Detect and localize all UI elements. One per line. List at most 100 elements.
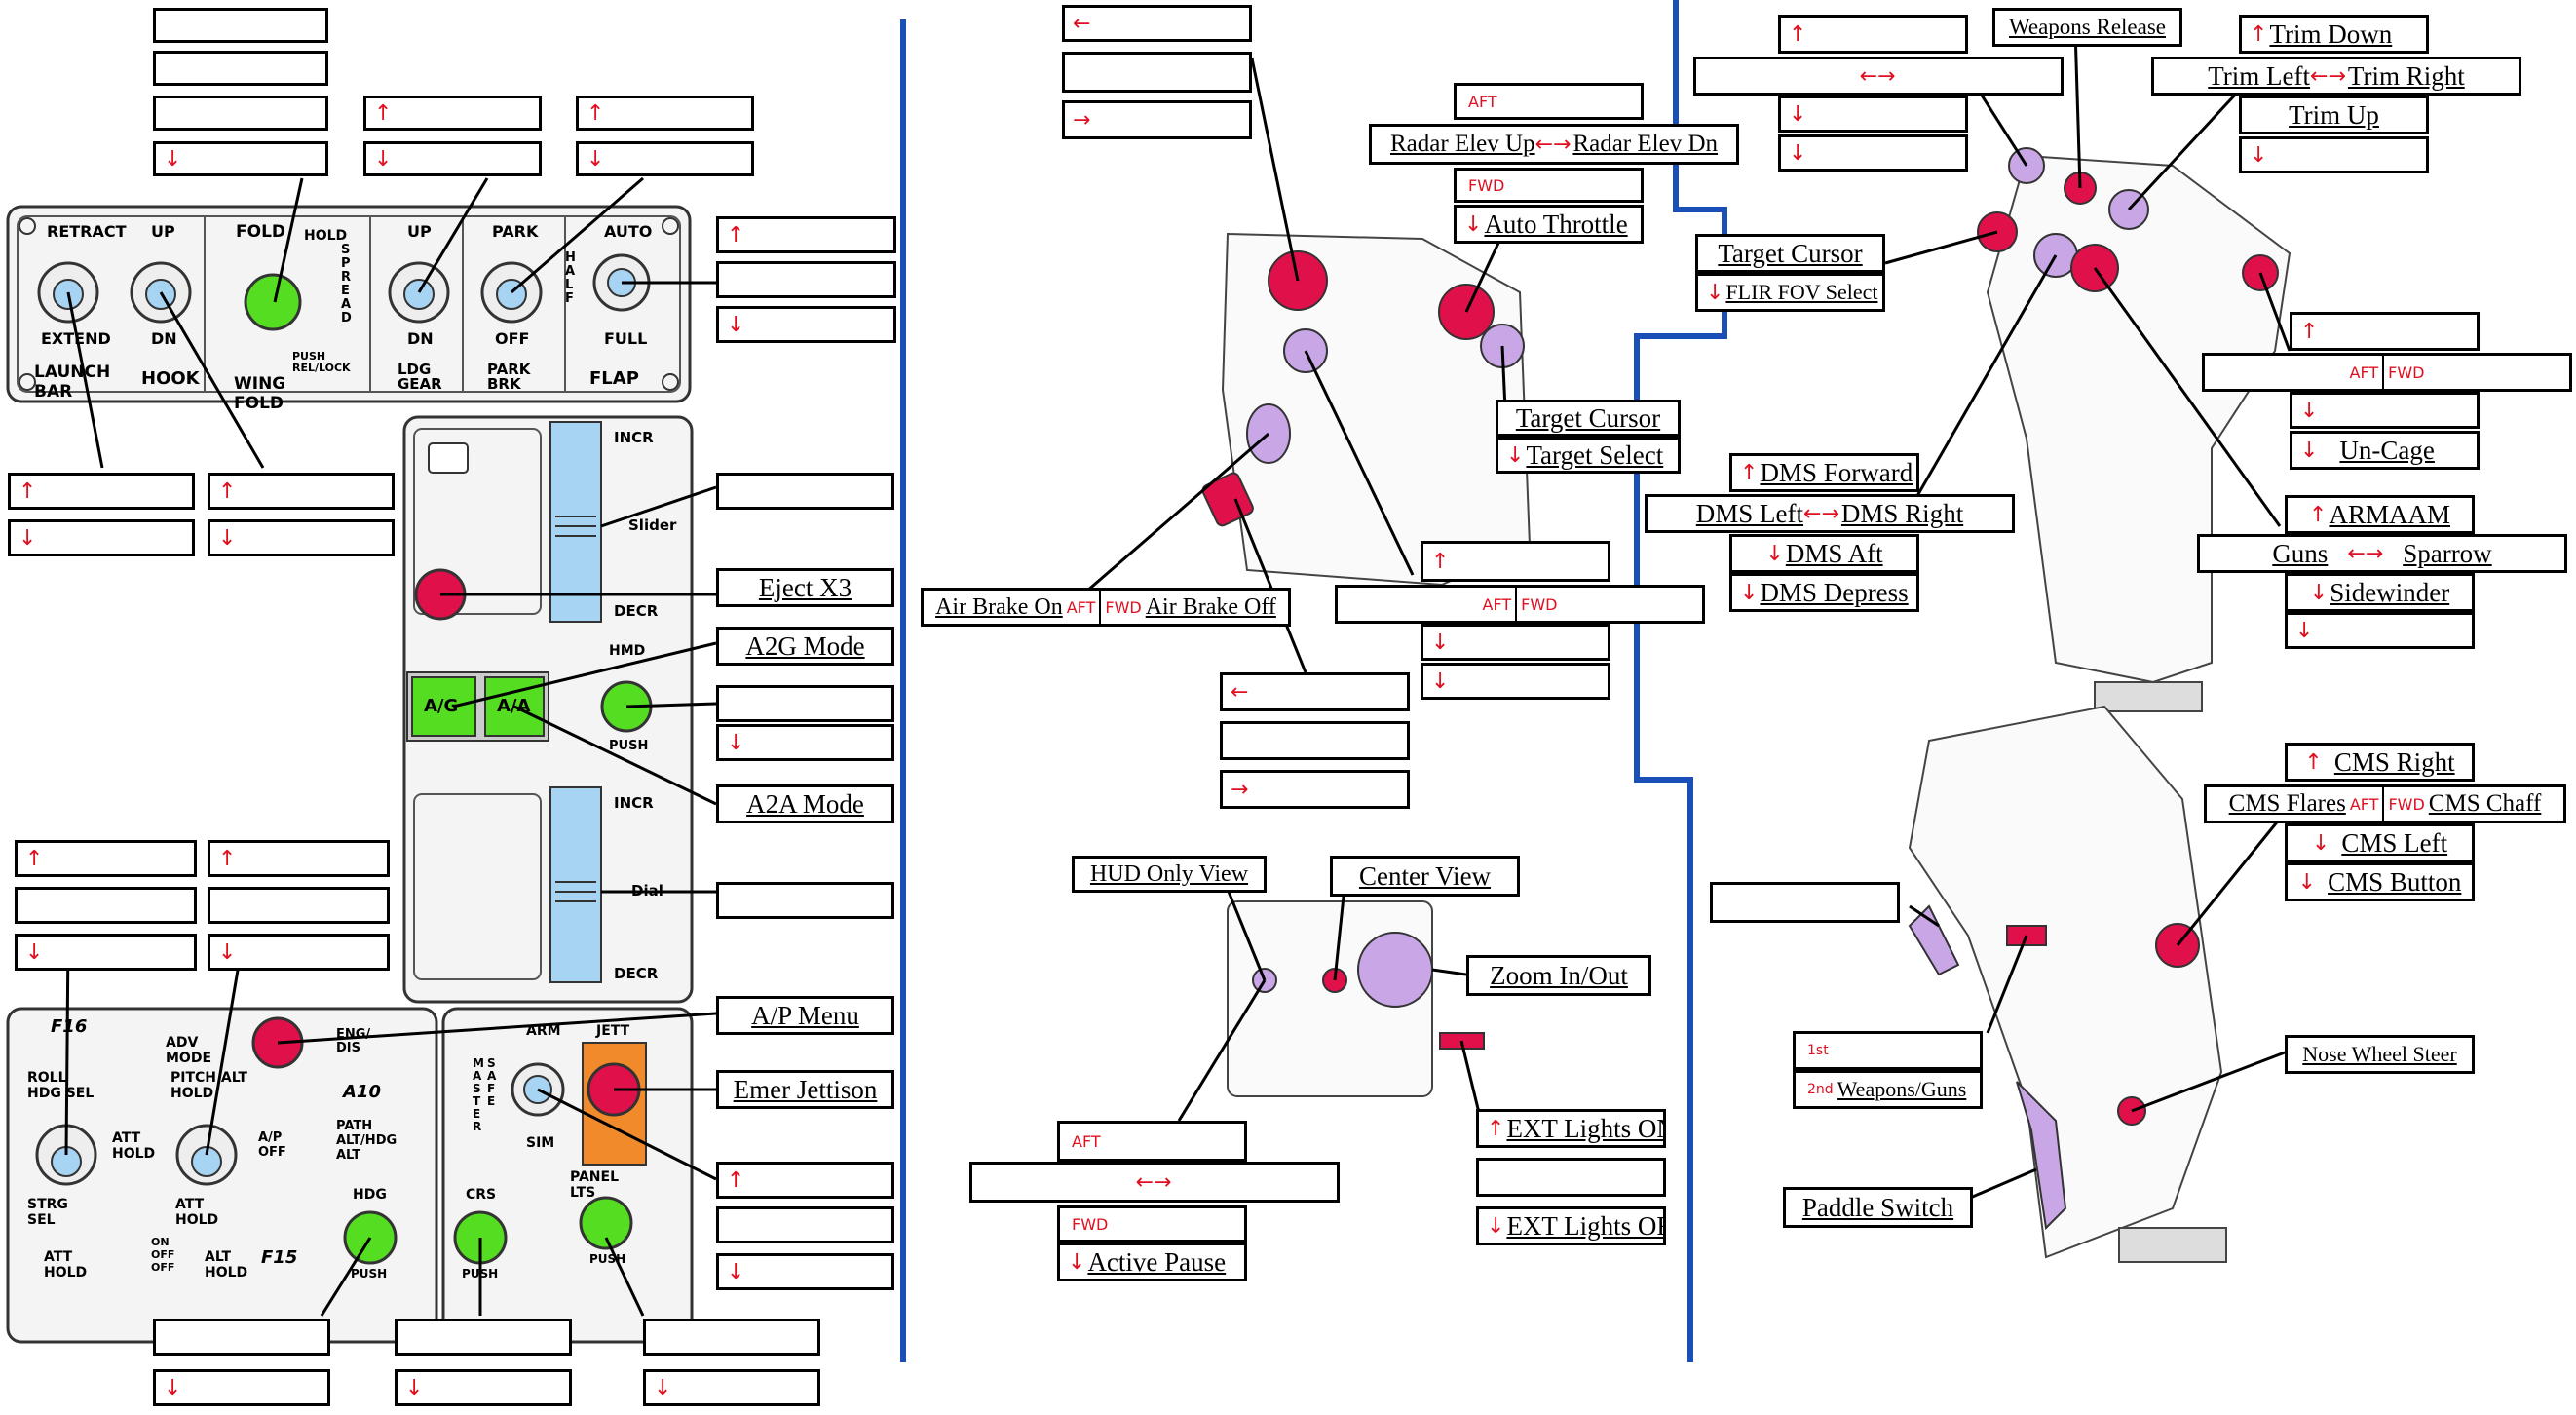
arrow-down-icon: ↓: [164, 1375, 182, 1400]
blank-box-up: ↑: [716, 216, 896, 253]
arrow-up-icon: ↑: [2300, 319, 2319, 344]
blank-box-aft: AFT: [1057, 1121, 1247, 1162]
label-cms-button: ↓CMS Button: [2285, 862, 2475, 901]
label-auto-throttle: ↓Auto Throttle: [1454, 205, 1644, 244]
arrow-down-icon: ↓: [1789, 101, 1807, 127]
arrow-up-icon: ↑: [1487, 1116, 1505, 1141]
label-adv-mode: ADV MODE: [166, 1035, 212, 1066]
label-ap-menu: A/P Menu: [716, 996, 894, 1035]
blank-box-down: ↓: [2290, 392, 2480, 429]
blank-box-left-right: ←→: [1693, 57, 2064, 96]
label-guns-sparrow: Guns←→Sparrow: [2197, 534, 2567, 573]
arrow-up-icon: ↑: [727, 1167, 745, 1193]
blank-box-fwd: FWD: [1057, 1205, 1247, 1243]
label-a10: A10: [343, 1082, 381, 1102]
arrow-down-icon: ↓: [2311, 830, 2330, 856]
arrow-up-icon: ↑: [727, 222, 745, 248]
label-ext-lights-on: ↑EXT Lights ON: [1476, 1109, 1666, 1148]
label-push-crs: PUSH: [462, 1267, 499, 1281]
label-off: OFF: [495, 329, 530, 348]
arrow-up-icon: ↑: [2309, 502, 2328, 527]
blank-box: [395, 1319, 572, 1356]
blank-box-down: ↓: [153, 141, 328, 176]
label-active-pause: ↓Active Pause: [1057, 1243, 1247, 1281]
label-alt-hold: ALT HOLD: [205, 1249, 248, 1281]
arrow-left-right-icon: ←→: [1803, 501, 1839, 526]
label-ag: A/G: [424, 696, 459, 716]
blank-box-up: ↑: [576, 96, 754, 131]
blank-box-left: ←: [1062, 5, 1252, 42]
divider-right: [1634, 0, 1727, 1362]
arrow-left-right-icon: ←→: [1135, 1169, 1172, 1195]
label-aa: A/A: [497, 696, 531, 716]
arrow-left-icon: ←: [1073, 11, 1091, 36]
label-incr-1: INCR: [614, 429, 654, 446]
label-cms-left: ↓CMS Left: [2285, 823, 2475, 862]
label-radar-elev: Radar Elev Up←→Radar Elev Dn: [1369, 124, 1739, 165]
joystick-drawing: [1977, 147, 2292, 712]
arrow-down-icon: ↓: [2295, 618, 2314, 643]
blank-box: [15, 887, 197, 924]
label-dn-hook: DN: [151, 329, 177, 348]
label-path: PATH ALT/HDG ALT: [336, 1119, 398, 1163]
label-f15: F15: [261, 1247, 298, 1268]
blank-box: [153, 96, 328, 131]
blank-box-right: →: [1220, 770, 1410, 809]
arrow-down-icon: ↓: [1487, 1213, 1505, 1239]
label-fold: FOLD: [236, 222, 286, 242]
label-master: MASTER: [473, 1056, 484, 1133]
label-dms-forward: ↑DMS Forward: [1729, 453, 1919, 492]
label-safe: SAFE: [487, 1056, 497, 1108]
arrow-down-icon: ↓: [1765, 541, 1784, 566]
blank-box-down: ↓: [716, 1253, 894, 1290]
arrow-down-icon: ↓: [1740, 580, 1759, 605]
arrow-down-icon: ↓: [374, 146, 393, 172]
arrow-down-icon: ↓: [2300, 438, 2319, 463]
view-controller-drawing: [1227, 900, 1485, 1097]
label-eng-dis: ENG/ DIS: [336, 1027, 371, 1055]
arrow-left-icon: ←: [1231, 679, 1249, 705]
blank-box-down: ↓: [363, 141, 542, 176]
label-auto: AUTO: [604, 222, 653, 241]
arrow-right-icon: →: [1231, 777, 1249, 802]
blank-box-down: ↓: [716, 306, 896, 343]
label-up-hook: UP: [151, 222, 175, 241]
label-trigger-first: 1st: [1793, 1031, 1983, 1070]
label-on-off-off: ON OFF OFF: [151, 1236, 175, 1274]
blank-box-down: ↓: [208, 519, 395, 556]
label-flir-fov: ↓FLIR FOV Select: [1695, 273, 1885, 312]
arrow-up-icon: ↑: [1740, 460, 1759, 485]
blank-box: [716, 261, 896, 298]
label-a2g-mode: A2G Mode: [716, 627, 894, 666]
arrow-up-icon: ↑: [374, 100, 393, 126]
label-uncage: ↓Un-Cage: [2290, 431, 2480, 470]
label-center-view: Center View: [1330, 856, 1520, 897]
arrow-up-icon: ↑: [25, 846, 44, 871]
radar-aft-box: AFT: [1454, 83, 1644, 120]
arrow-up-icon: ↑: [2304, 749, 2323, 775]
label-nose-wheel-steer: Nose Wheel Steer: [2285, 1035, 2475, 1074]
label-push-hdg: PUSH: [351, 1267, 388, 1281]
label-trim-left-right: Trim Left←→Trim Right: [2151, 57, 2521, 96]
arrow-down-icon: ↓: [727, 730, 745, 755]
label-push-panel: PUSH: [589, 1252, 626, 1266]
label-park: PARK: [492, 222, 539, 241]
blank-box: [643, 1319, 820, 1356]
label-ldg-gear: LDG GEAR: [398, 361, 442, 393]
arrow-down-icon: ↓: [25, 939, 44, 965]
arrow-down-icon: ↓: [19, 525, 37, 551]
arrow-down-icon: ↓: [1706, 280, 1724, 305]
arrow-down-icon: ↓: [1464, 211, 1483, 237]
label-flap: FLAP: [589, 368, 639, 389]
label-decr-2: DECR: [614, 965, 659, 982]
blank-box-down: ↓: [576, 141, 754, 176]
label-sidewinder: ↓Sidewinder: [2285, 573, 2475, 612]
blank-box: [716, 882, 894, 919]
label-push-rel-lock: PUSH REL/LOCK: [292, 350, 351, 374]
arrow-left-right-icon: ←→: [2347, 541, 2384, 566]
blank-box: [1710, 882, 1900, 923]
